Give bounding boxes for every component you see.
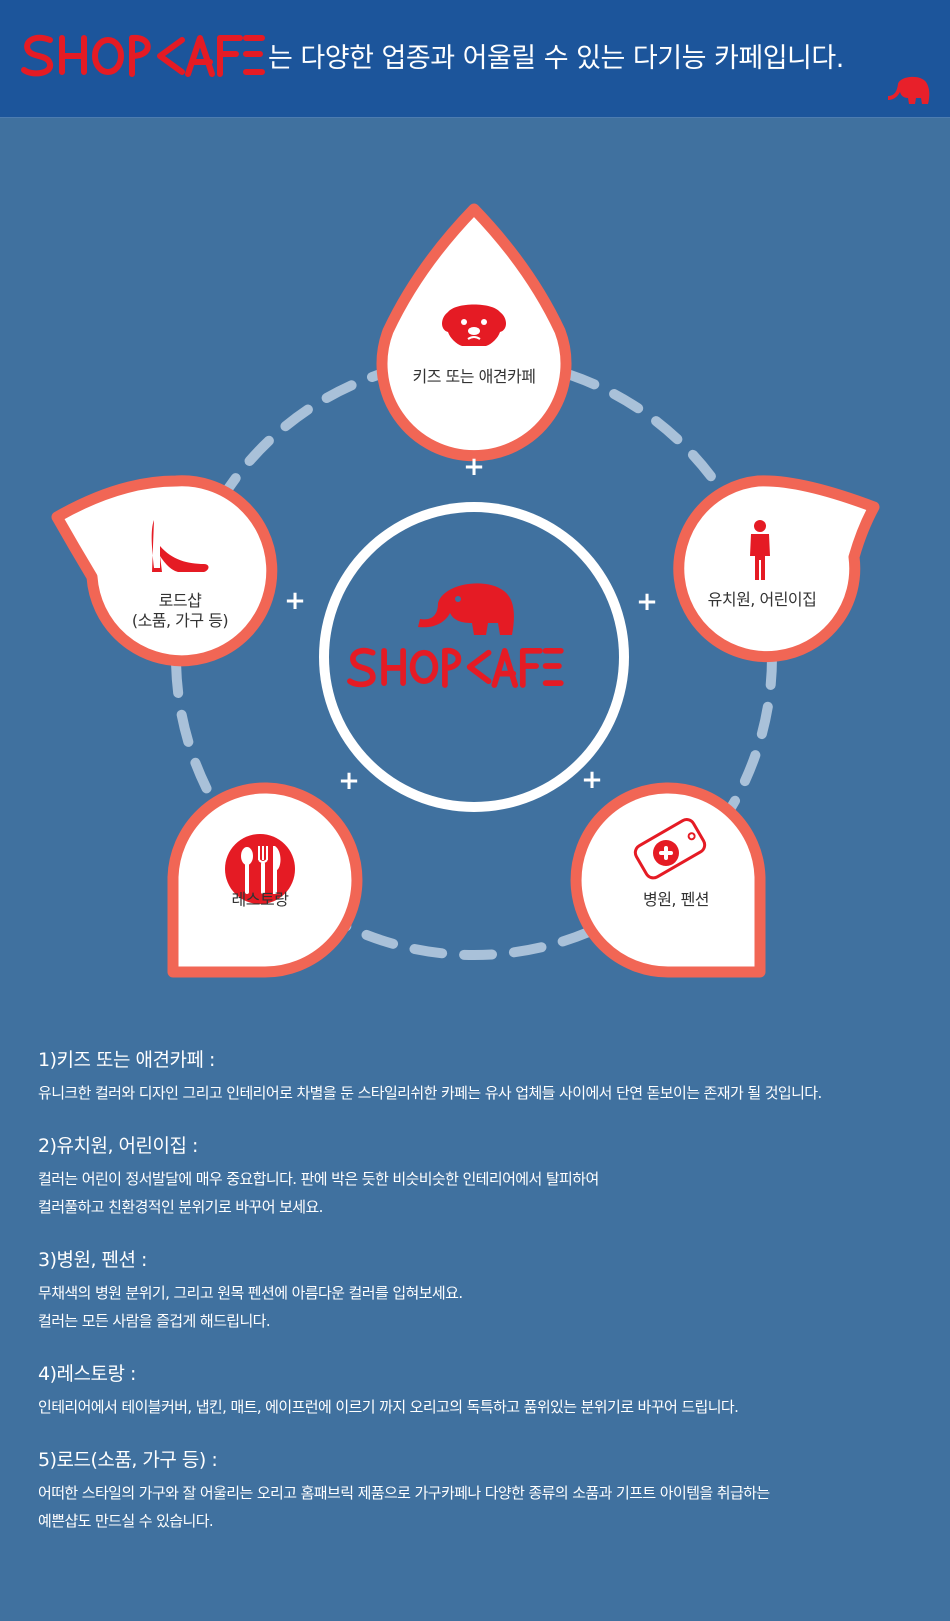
header-tagline: 는 다양한 업종과 어울릴 수 있는 다기능 카페입니다. (268, 43, 844, 74)
child-icon (750, 520, 770, 580)
description-line: 무채색의 병원 분위기, 그리고 원목 펜션에 아름다운 컬러를 입혀보세요. (38, 1284, 463, 1302)
plus-connector: + (636, 587, 658, 617)
node-label-roadshop-sub: (소품, 가구 등) (131, 611, 229, 630)
node-kindergarten (673, 475, 880, 663)
description-item: 1)키즈 또는 애견카페 : 유니크한 컬러와 디자인 그리고 인테리어로 차별… (38, 1047, 938, 1107)
shopcafe-wordmark-logo (21, 34, 265, 77)
description-title: 2)유치원, 어린이집 : (38, 1135, 198, 1157)
spoon-fork-knife-icon (225, 834, 295, 904)
description-item: 4)레스토랑 : 인테리어에서 테이블커버, 냅킨, 매트, 에이프런에 이르기… (38, 1361, 938, 1421)
description-line: 예쁜샵도 만드실 수 있습니다. (38, 1512, 214, 1530)
description-line: 컬러는 어린이 정서발달에 매우 중요합니다. 판에 박은 듯한 비슷비슷한 인… (38, 1170, 599, 1188)
description-line: 인테리어에서 테이블커버, 냅킨, 매트, 에이프런에 이르기 까지 오리고의 … (38, 1398, 739, 1416)
description-item: 3)병원, 펜션 : 무채색의 병원 분위기, 그리고 원목 펜션에 아름다운 … (38, 1247, 938, 1335)
node-label-roadshop: 로드샵 (158, 591, 202, 610)
shopcafe-elephant-logo (418, 583, 514, 635)
center-wordmark (347, 647, 564, 688)
description-item: 5)로드(소품, 가구 등) : 어떠한 스타일의 가구와 잘 어울리는 오리고… (38, 1447, 938, 1535)
business-type-diagram: 키즈 또는 애견카페 유치원, 어린이집 병원, 펜션 레스토랑 로드샵 (소품… (0, 117, 950, 997)
description-list: 1)키즈 또는 애견카페 : 유니크한 컬러와 디자인 그리고 인테리어로 차별… (38, 1047, 938, 1561)
node-label-kids-cafe: 키즈 또는 애견카페 (412, 367, 536, 386)
node-hospital (570, 782, 766, 978)
node-label-restaurant: 레스토랑 (231, 890, 289, 909)
center-circle-inner (329, 512, 619, 802)
plus-connector: + (463, 452, 485, 482)
diagram-graphics (51, 203, 880, 978)
plus-connector: + (581, 765, 603, 795)
plus-connector: + (284, 586, 306, 616)
node-roadshop (51, 475, 278, 667)
high-heel-icon (151, 520, 209, 572)
node-label-kindergarten: 유치원, 어린이집 (707, 590, 817, 609)
description-line: 컬러는 모든 사람을 즐겁게 해드립니다. (38, 1312, 271, 1330)
medical-tag-icon (633, 818, 707, 880)
page-header: 는 다양한 업종과 어울릴 수 있는 다기능 카페입니다. (0, 0, 950, 118)
description-line: 유니크한 컬러와 디자인 그리고 인테리어로 차별을 둔 스타일리쉬한 카페는 … (38, 1084, 822, 1102)
description-line: 어떠한 스타일의 가구와 잘 어울리는 오리고 홈패브릭 제품으로 가구카페나 … (38, 1484, 770, 1502)
description-title: 4)레스토랑 : (38, 1363, 136, 1385)
plus-connector: + (338, 766, 360, 796)
description-title: 1)키즈 또는 애견카페 : (38, 1049, 215, 1071)
description-item: 2)유치원, 어린이집 : 컬러는 어린이 정서발달에 매우 중요합니다. 판에… (38, 1133, 938, 1221)
node-label-hospital: 병원, 펜션 (642, 890, 710, 909)
elephant-icon (888, 76, 930, 104)
dog-face-icon (442, 304, 506, 346)
description-title: 5)로드(소품, 가구 등) : (38, 1449, 218, 1471)
description-title: 3)병원, 펜션 : (38, 1249, 147, 1271)
description-line: 컬러풀하고 친환경적인 분위기로 바꾸어 보세요. (38, 1198, 323, 1216)
